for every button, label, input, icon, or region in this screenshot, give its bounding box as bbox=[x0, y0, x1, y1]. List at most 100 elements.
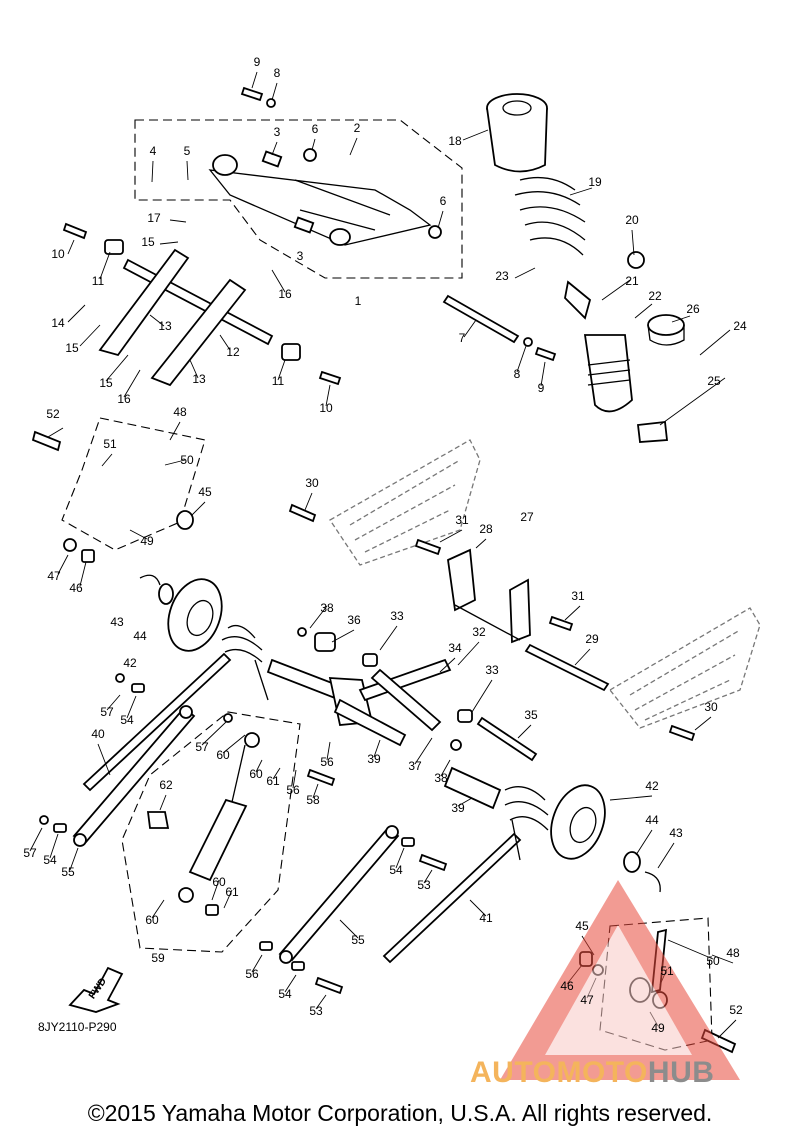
callout-number: 14 bbox=[51, 316, 65, 330]
callout-number: 54 bbox=[120, 713, 134, 727]
front-arm-assembly bbox=[208, 148, 442, 246]
callout-number: 10 bbox=[319, 401, 333, 415]
callout-number: 60 bbox=[249, 767, 263, 781]
drawing-code: 8JY2110-P290 bbox=[38, 1020, 117, 1034]
callout-number: 57 bbox=[23, 846, 37, 860]
link-arm-55-right bbox=[278, 825, 400, 964]
callout-number: 56 bbox=[286, 783, 300, 797]
callout-number: 32 bbox=[472, 625, 486, 639]
callout-number: 6 bbox=[440, 194, 447, 208]
callout-number: 51 bbox=[660, 964, 674, 978]
assembly-48-outline-top bbox=[61, 417, 206, 551]
callout-number: 9 bbox=[538, 381, 545, 395]
callout-number: 47 bbox=[47, 569, 61, 583]
callout-number: 24 bbox=[733, 319, 747, 333]
callout-number: 30 bbox=[704, 700, 718, 714]
callout-number: 12 bbox=[226, 345, 240, 359]
callout-number: 37 bbox=[408, 759, 422, 773]
callout-number: 36 bbox=[347, 613, 361, 627]
callout-number: 42 bbox=[123, 656, 137, 670]
callout-number: 39 bbox=[367, 752, 381, 766]
callout-number: 38 bbox=[434, 771, 448, 785]
brand-text-a: AUTOMOTO bbox=[470, 1056, 648, 1089]
callout-number: 46 bbox=[69, 581, 83, 595]
shock-absorber-18-19 bbox=[486, 93, 685, 443]
callout-number: 13 bbox=[192, 372, 206, 386]
watermark-triangle-logo bbox=[500, 880, 740, 1080]
callout-number: 16 bbox=[278, 287, 292, 301]
callout-number: 2 bbox=[354, 121, 361, 135]
callout-number: 46 bbox=[560, 979, 574, 993]
callout-number: 21 bbox=[625, 274, 639, 288]
callout-number: 26 bbox=[686, 302, 700, 316]
callout-number: 23 bbox=[495, 269, 509, 283]
callout-number: 60 bbox=[212, 875, 226, 889]
callout-number: 8 bbox=[274, 66, 281, 80]
callout-number: 61 bbox=[225, 885, 239, 899]
callout-number: 54 bbox=[43, 853, 57, 867]
callout-number: 42 bbox=[645, 779, 659, 793]
brand-text-b: HUB bbox=[647, 1056, 715, 1089]
idler-wheel-right-42 bbox=[550, 784, 661, 893]
callout-number: 9 bbox=[254, 55, 261, 69]
callout-number: 31 bbox=[455, 513, 469, 527]
callout-number: 27 bbox=[520, 510, 534, 524]
callout-number: 54 bbox=[278, 987, 292, 1001]
callout-number: 45 bbox=[575, 919, 589, 933]
callout-number: 52 bbox=[729, 1003, 743, 1017]
torsion-spring-left-40 bbox=[82, 624, 269, 792]
callout-number: 8 bbox=[514, 367, 521, 381]
rear-pivot-assembly bbox=[266, 632, 610, 810]
callout-number: 1 bbox=[355, 294, 362, 308]
callout-number: 56 bbox=[245, 967, 259, 981]
callout-number: 50 bbox=[180, 453, 194, 467]
assembly-59-outline bbox=[121, 711, 301, 953]
callout-number: 55 bbox=[61, 865, 75, 879]
frame-rail-right bbox=[609, 607, 761, 729]
callout-number: 39 bbox=[451, 801, 465, 815]
callout-number: 20 bbox=[625, 213, 639, 227]
rear-shock-59 bbox=[146, 732, 260, 903]
callout-number: 49 bbox=[140, 534, 154, 548]
callout-number: 29 bbox=[585, 632, 599, 646]
callout-number: 53 bbox=[309, 1004, 323, 1018]
callout-number: 49 bbox=[651, 1021, 665, 1035]
callout-number: 4 bbox=[150, 144, 157, 158]
callout-number: 6 bbox=[312, 122, 319, 136]
torsion-spring-right-41 bbox=[382, 786, 549, 964]
callout-number: 18 bbox=[448, 134, 462, 148]
callout-number: 55 bbox=[351, 933, 365, 947]
callout-number: 60 bbox=[216, 748, 230, 762]
callout-number: 11 bbox=[92, 274, 105, 288]
callout-number: 57 bbox=[100, 705, 114, 719]
callout-number: 44 bbox=[645, 813, 659, 827]
callout-number: 3 bbox=[274, 125, 281, 139]
callout-number: 3 bbox=[297, 249, 304, 263]
frame-rail-left bbox=[329, 439, 481, 566]
callout-number: 52 bbox=[46, 407, 60, 421]
callout-number: 58 bbox=[306, 793, 320, 807]
callout-number: 43 bbox=[669, 826, 683, 840]
callout-number: 61 bbox=[266, 774, 280, 788]
callout-number: 62 bbox=[159, 778, 173, 792]
shaft-7 bbox=[442, 294, 520, 344]
link-arm-55-left bbox=[72, 705, 196, 847]
callout-number: 44 bbox=[133, 629, 147, 643]
callout-number: 22 bbox=[648, 289, 662, 303]
callout-number: 53 bbox=[417, 878, 431, 892]
watermark-brand-text: AUTOMOTOHUB bbox=[470, 1056, 714, 1090]
callout-number: 19 bbox=[588, 175, 602, 189]
callout-number: 31 bbox=[571, 589, 585, 603]
callout-number: 57 bbox=[195, 740, 209, 754]
callout-number: 48 bbox=[726, 946, 740, 960]
callout-number: 34 bbox=[448, 641, 462, 655]
callout-number: 11 bbox=[272, 374, 285, 388]
callout-number: 38 bbox=[320, 601, 334, 615]
callout-number: 10 bbox=[51, 247, 65, 261]
callout-number: 33 bbox=[390, 609, 404, 623]
copyright-notice: ©2015 Yamaha Motor Corporation, U.S.A. A… bbox=[87, 1100, 713, 1126]
callout-number: 15 bbox=[141, 235, 155, 249]
callout-number: 33 bbox=[485, 663, 499, 677]
